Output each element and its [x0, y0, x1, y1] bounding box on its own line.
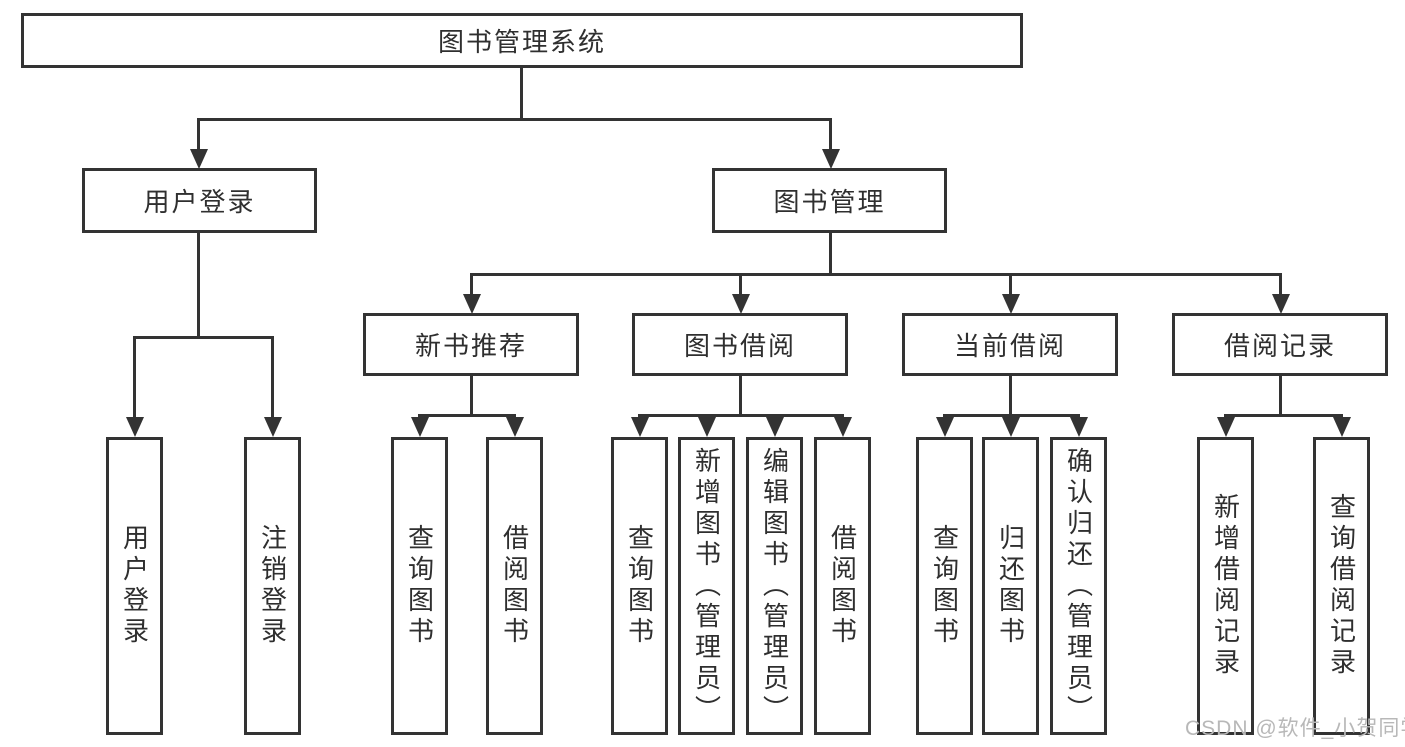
arrowhead-borrow-records [1271, 294, 1290, 314]
leaf-borrow-books-1: 借阅图书 [486, 437, 543, 735]
arrowhead-leaf-borrow-books-1 [505, 417, 524, 437]
connector-user-login-stem [197, 233, 200, 338]
arrowhead-leaf-borrow-books-2 [833, 417, 852, 437]
connector-book-borrowing-bar [638, 414, 844, 417]
leaf-logout: 注销登录 [244, 437, 301, 735]
connector-new-book-bar [418, 414, 516, 417]
node-book-borrowing: 图书借阅 [632, 313, 848, 376]
arrowhead-leaf-confirm-return [1069, 417, 1088, 437]
arrowhead-leaf-user-login [125, 417, 144, 437]
node-book-management: 图书管理 [712, 168, 947, 233]
connector-drop-new-book [470, 273, 473, 296]
connector-drop-book-borrowing [739, 273, 742, 296]
connector-level2-bar [197, 118, 832, 121]
connector-current-borrowing-stem [1008, 376, 1012, 417]
arrowhead-leaf-logout [263, 417, 282, 437]
connector-drop-leaf-user-login [133, 336, 136, 419]
leaf-edit-book-admin: 编辑图书（管理员） [746, 437, 803, 735]
connector-drop-current-borrowing [1009, 273, 1012, 296]
connector-drop-leaf-logout [271, 336, 274, 419]
arrowhead-user-login [189, 149, 208, 169]
arrowhead-leaf-edit-book [765, 417, 784, 437]
leaf-add-book-admin: 新增图书（管理员） [678, 437, 735, 735]
leaf-query-books-2: 查询图书 [611, 437, 668, 735]
arrowhead-leaf-return-books [1001, 417, 1020, 437]
arrowhead-book-borrowing [731, 294, 750, 314]
leaf-add-borrow-record: 新增借阅记录 [1197, 437, 1254, 735]
node-new-book-recommend: 新书推荐 [363, 313, 579, 376]
arrowhead-leaf-add-borrow-record [1216, 417, 1235, 437]
csdn-watermark: CSDN @软件_小贺同学 [1185, 717, 1405, 740]
leaf-query-borrow-record: 查询借阅记录 [1313, 437, 1370, 735]
connector-borrow-records-stem [1278, 376, 1282, 417]
node-library-system: 图书管理系统 [21, 13, 1023, 68]
arrowhead-leaf-add-book [697, 417, 716, 437]
leaf-user-login: 用户登录 [106, 437, 163, 735]
connector-root-stem [520, 68, 523, 118]
arrowhead-leaf-query-books-2 [630, 417, 649, 437]
connector-book-management-stem [829, 233, 832, 276]
node-borrow-records: 借阅记录 [1172, 313, 1388, 376]
arrowhead-leaf-query-books-3 [935, 417, 954, 437]
arrowhead-book-management [821, 149, 840, 169]
node-user-login: 用户登录 [82, 168, 317, 233]
leaf-return-books: 归还图书 [982, 437, 1039, 735]
arrowhead-current-borrowing [1001, 294, 1020, 314]
leaf-query-books-3: 查询图书 [916, 437, 973, 735]
node-current-borrowing: 当前借阅 [902, 313, 1118, 376]
connector-current-borrowing-bar [943, 414, 1080, 417]
leaf-query-books-1: 查询图书 [391, 437, 448, 735]
arrowhead-new-book [462, 294, 481, 314]
connector-drop-borrow-records [1279, 273, 1282, 296]
leaf-borrow-books-2: 借阅图书 [814, 437, 871, 735]
connector-book-borrowing-stem [738, 376, 742, 417]
connector-borrow-records-bar [1224, 414, 1343, 417]
leaf-confirm-return-admin: 确认归还（管理员） [1050, 437, 1107, 735]
connector-drop-book-management [829, 118, 832, 151]
connector-level3-bar [470, 273, 1282, 276]
arrowhead-leaf-query-borrow-record [1332, 417, 1351, 437]
connector-new-book-stem [469, 376, 473, 417]
arrowhead-leaf-query-books-1 [410, 417, 429, 437]
connector-user-login-bar [133, 336, 274, 339]
connector-drop-user-login [197, 118, 200, 151]
